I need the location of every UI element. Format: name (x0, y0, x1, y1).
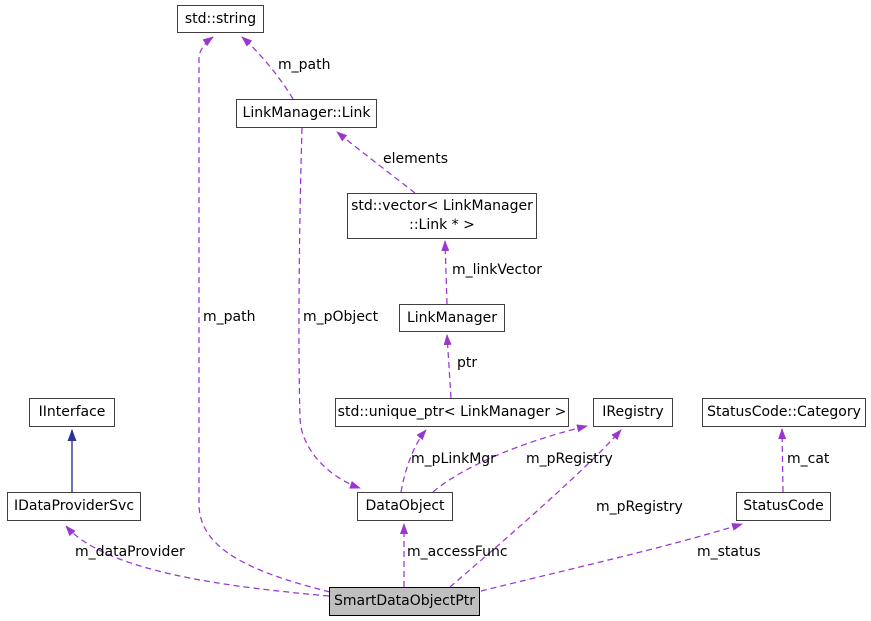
edge-label-elements: elements (383, 151, 449, 167)
edge-m-pobject-link-to-dataobject (298, 127, 361, 489)
edge-m-plinkmgr (400, 429, 427, 493)
edge-m-cat (778, 428, 787, 493)
edge-label-m-linkvector: m_linkVector (452, 262, 543, 278)
edge-label-m-pregistry-lower: m_pRegistry (596, 499, 683, 515)
node-label: StatusCode::Category (707, 404, 861, 420)
node-idataprovidersvc[interactable]: IDataProviderSvc (7, 492, 141, 521)
node-linkmanager[interactable]: LinkManager (399, 304, 505, 332)
node-label: SmartDataObjectPtr (333, 593, 476, 609)
edge-m-linkvector (441, 240, 450, 305)
edge-ptr (443, 334, 452, 399)
node-iregistry[interactable]: IRegistry (593, 398, 673, 427)
node-linkmanager-link[interactable]: LinkManager::Link (236, 99, 377, 128)
node-iinterface[interactable]: IInterface (29, 398, 115, 427)
node-dataobject[interactable]: DataObject (357, 492, 453, 521)
node-label-line1: std::vector< LinkManager (351, 198, 533, 214)
node-std-vector-linkmanager-link: std::vector< LinkManager ::Link * > (347, 193, 537, 239)
node-std-string: std::string (177, 5, 264, 33)
node-label: IRegistry (602, 404, 664, 420)
edge-label-m-cat: m_cat (787, 451, 830, 467)
edge-label-m-dataprovider: m_dataProvider (75, 544, 185, 560)
node-smartdataobjectptr-current: SmartDataObjectPtr (329, 587, 480, 616)
edge-m-pregistry-dataobject (432, 424, 588, 493)
node-statuscode[interactable]: StatusCode (736, 492, 831, 521)
edge-m-pregistry-smart (449, 429, 622, 588)
edge-elements-vector-to-link (336, 131, 416, 194)
node-label: std::string (184, 10, 257, 27)
edge-m-path-link-to-string (241, 36, 294, 100)
edge-label-m-pobject: m_pObject (303, 309, 379, 325)
edge-label-ptr: ptr (457, 355, 478, 371)
edge-label-m-path-top: m_path (278, 57, 331, 73)
node-label-line2: ::Link * > (409, 217, 475, 233)
edge-m-path-smart-to-string (198, 36, 331, 593)
node-label: LinkManager (406, 309, 498, 326)
node-label: DataObject (365, 498, 445, 514)
edge-label-m-status: m_status (697, 544, 761, 560)
node-label: std::unique_ptr< LinkManager > (337, 404, 567, 420)
node-label: IInterface (38, 404, 106, 420)
edge-m-dataprovider (65, 525, 330, 597)
node-label: IDataProviderSvc (13, 498, 135, 514)
node-label: StatusCode (743, 498, 824, 514)
edge-label-m-pregistry-upper: m_pRegistry (526, 451, 613, 467)
edge-label-m-plinkmgr: m_pLinkMgr (411, 451, 496, 467)
edge-label-m-accessfunc: m_accessFunc (407, 544, 508, 560)
node-label: LinkManager::Link (242, 105, 371, 121)
node-statuscode-category[interactable]: StatusCode::Category (702, 398, 866, 427)
node-std-unique-ptr: std::unique_ptr< LinkManager > (335, 398, 569, 427)
edge-label-m-path-left: m_path (203, 309, 256, 325)
edge-m-status (480, 523, 743, 592)
